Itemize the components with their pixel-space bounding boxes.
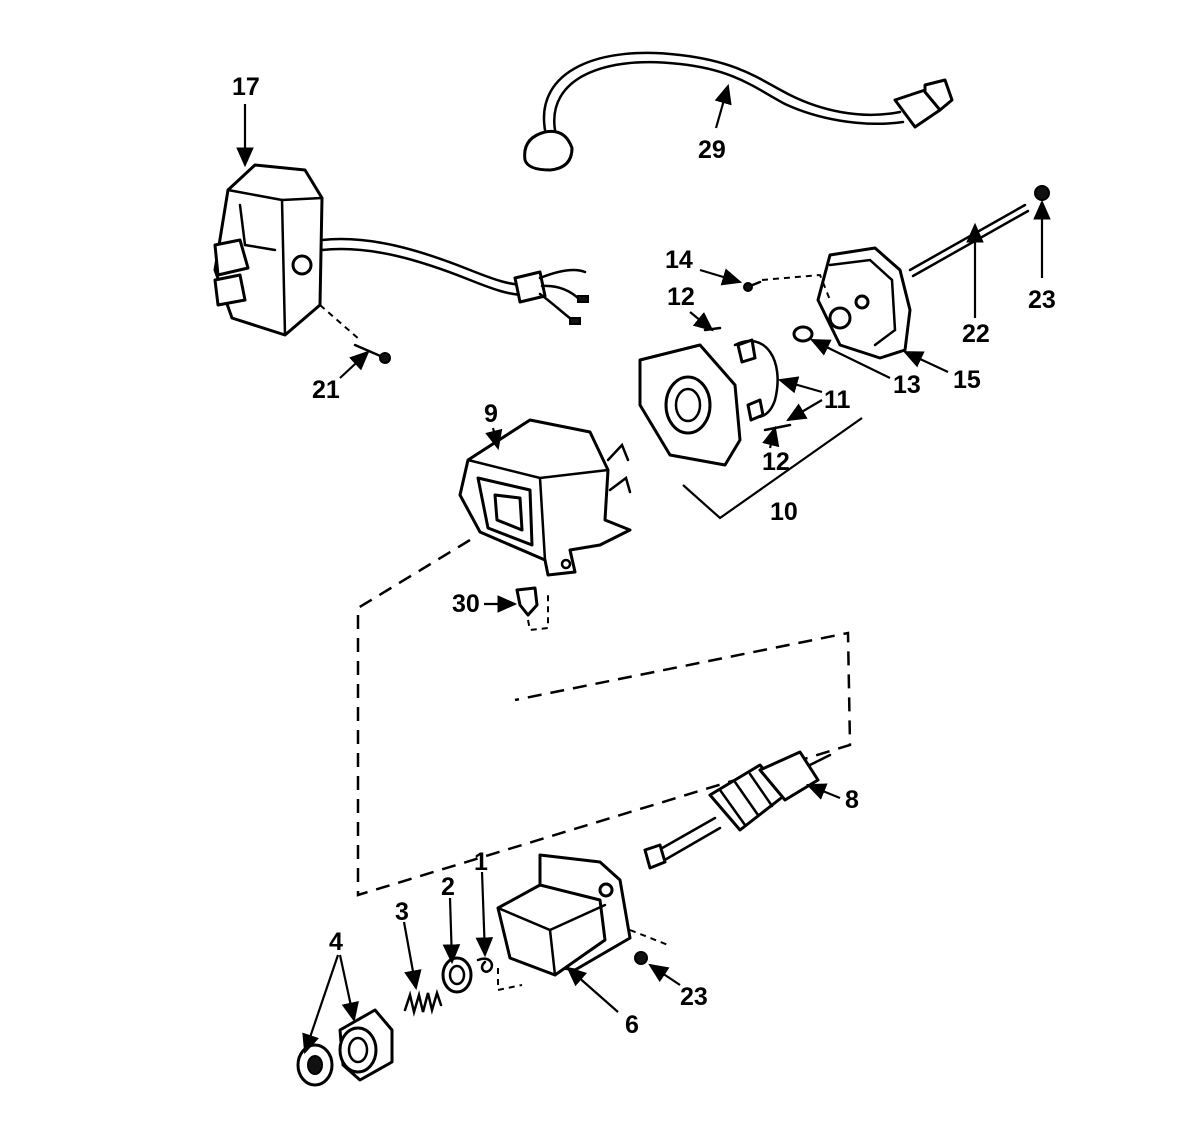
callout-1: 1 — [474, 848, 488, 876]
callout-17: 17 — [232, 73, 260, 101]
callout-12-bottom: 12 — [762, 448, 790, 476]
leader-13 — [810, 339, 891, 379]
nut-23-bottom — [634, 951, 648, 965]
callout-29: 29 — [698, 136, 726, 164]
callout-11: 11 — [824, 386, 851, 414]
leader-4a — [302, 954, 340, 1055]
through-bolt-22 — [908, 203, 1030, 278]
leader-1 — [475, 871, 494, 958]
callout-3: 3 — [395, 898, 409, 926]
callout-23-bottom: 23 — [680, 983, 708, 1011]
spring-3 — [403, 988, 443, 1017]
callout-21: 21 — [312, 376, 340, 404]
leader-8 — [805, 783, 841, 800]
leader-11b — [786, 399, 823, 422]
leader-9 — [485, 427, 503, 451]
switch-box-17 — [213, 163, 589, 337]
drive-housing-6 — [496, 853, 669, 992]
screw-30 — [515, 586, 549, 632]
callout-23-top: 23 — [1028, 286, 1056, 314]
end-cap-15 — [816, 246, 912, 360]
leader-14 — [699, 268, 743, 286]
leader-11a — [777, 376, 823, 394]
leader-12b — [762, 425, 780, 449]
callout-12-top: 12 — [667, 283, 695, 311]
cup-2 — [441, 956, 473, 994]
armature-8 — [643, 750, 832, 870]
callout-4: 4 — [329, 928, 343, 956]
callout-2: 2 — [441, 873, 455, 901]
leader-2 — [442, 897, 461, 965]
leader-23b — [648, 963, 681, 986]
drive-pinion-4 — [296, 1008, 394, 1087]
callout-6: 6 — [625, 1011, 639, 1039]
callout-13: 13 — [893, 371, 921, 399]
callout-14: 14 — [665, 246, 693, 274]
leader-4b — [338, 954, 359, 1023]
power-cord-29 — [523, 51, 954, 172]
callout-8: 8 — [845, 786, 859, 814]
callout-10: 10 — [770, 498, 798, 526]
screw-21 — [319, 304, 391, 364]
leader-29 — [714, 83, 732, 129]
leader-21 — [339, 350, 370, 379]
leader-3 — [402, 921, 422, 991]
callout-22: 22 — [962, 320, 990, 348]
leader-12a — [689, 311, 714, 332]
brush-plate-10 — [638, 326, 792, 467]
assembly-line — [356, 538, 852, 897]
bracket-10 — [682, 417, 863, 520]
nut-23-top — [1034, 185, 1050, 201]
callout-15: 15 — [953, 366, 981, 394]
leader-6 — [566, 966, 619, 1013]
callout-30: 30 — [452, 590, 480, 618]
callout-9: 9 — [484, 400, 498, 428]
screw-14 — [743, 273, 831, 301]
housing-9 — [458, 418, 632, 577]
leader-15 — [903, 351, 949, 373]
clip-1 — [476, 957, 494, 973]
washer-13 — [792, 325, 814, 343]
